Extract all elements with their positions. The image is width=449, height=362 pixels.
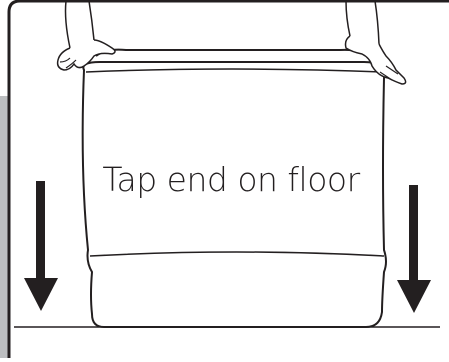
left-arm: [66, 1, 95, 48]
arrow-down-icon: [24, 181, 58, 311]
side-bar: [0, 96, 8, 358]
box-top-rim: [96, 50, 372, 56]
instruction-caption: Tap end on floor: [86, 160, 376, 200]
arrow-down-icon: [397, 185, 431, 313]
